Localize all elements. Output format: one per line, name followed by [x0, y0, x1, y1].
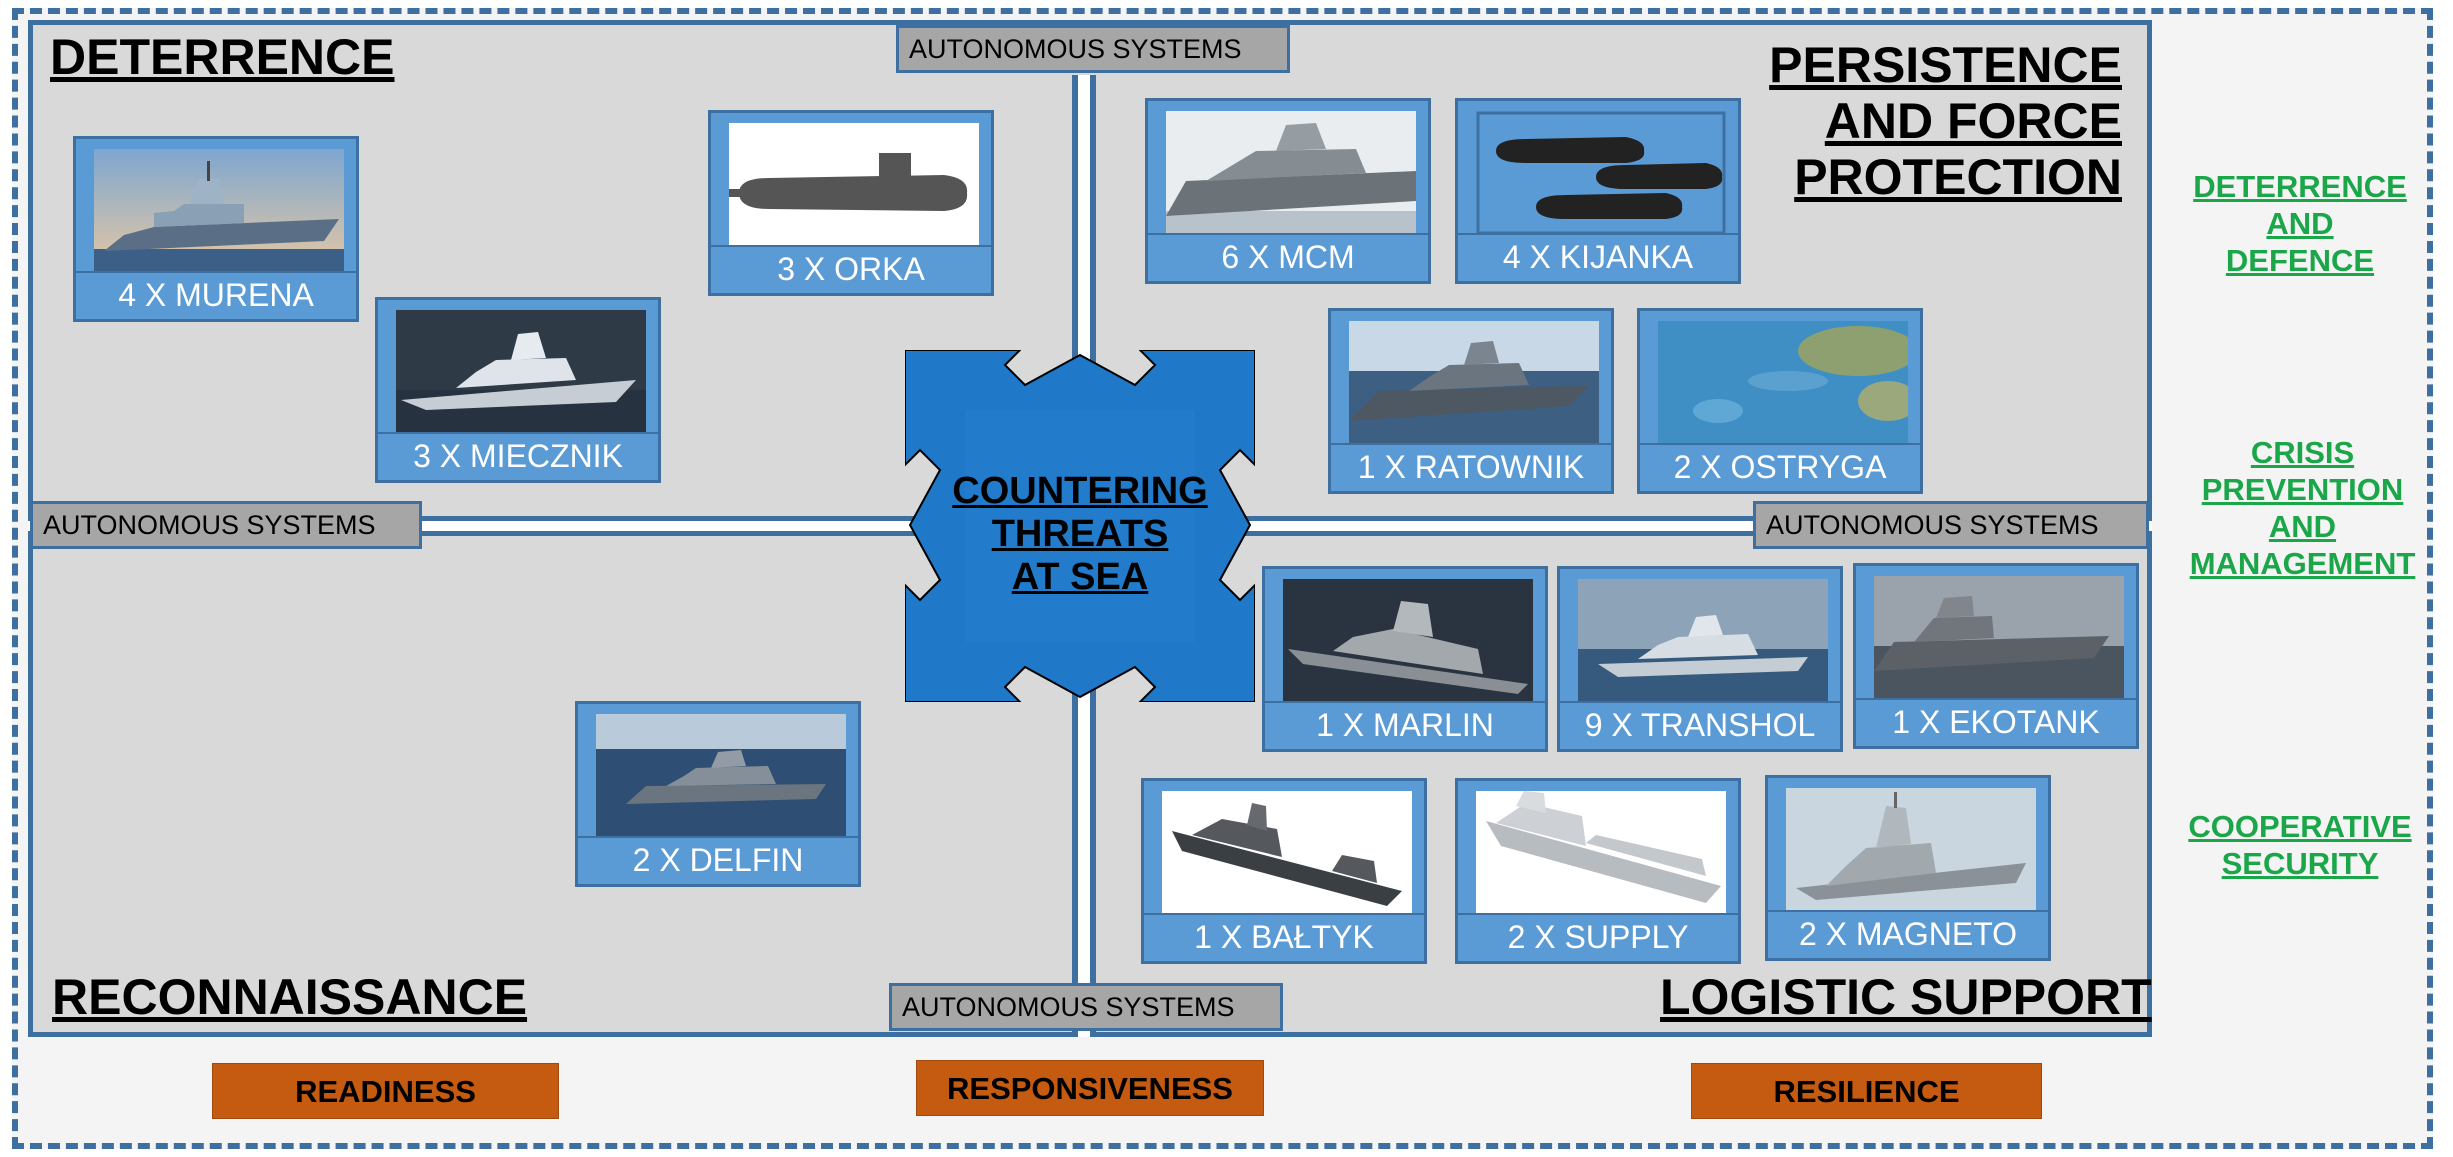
- autonomous-systems-label-left: AUTONOMOUS SYSTEMS: [30, 501, 422, 549]
- right-label-cooperative: COOPERATIVE SECURITY: [2188, 809, 2412, 881]
- ship-image-magneto: [1786, 788, 2036, 912]
- ship-image-transhol: [1578, 579, 1828, 703]
- ship-image-ekotank: [1874, 576, 2124, 700]
- ship-image-ratownik: [1349, 321, 1599, 445]
- autonomous-systems-label-top: AUTONOMOUS SYSTEMS: [896, 25, 1290, 73]
- resilience-button[interactable]: RESILIENCE: [1691, 1063, 2042, 1119]
- quadrant-title-reconnaissance: RECONNAISSANCE: [52, 969, 528, 1025]
- autonomous-systems-label-bottom: AUTONOMOUS SYSTEMS: [889, 983, 1283, 1031]
- ship-card-delfin: 2 X DELFIN: [575, 701, 861, 887]
- center-label: COUNTERING THREATS AT SEA: [952, 470, 1208, 598]
- quadrant-title-persistence: PERSISTENCE AND FORCE PROTECTION: [1769, 37, 2122, 205]
- ship-card-transhol: 9 X TRANSHOL: [1557, 566, 1843, 752]
- ship-image-marlin: [1283, 579, 1533, 703]
- ship-label-kijanka: 4 X KIJANKA: [1458, 233, 1738, 281]
- ship-card-miecznik: 3 X MIECZNIK: [375, 297, 661, 483]
- ship-label-marlin: 1 X MARLIN: [1265, 701, 1545, 749]
- ship-image-supply: [1476, 791, 1726, 915]
- ship-card-magneto: 2 X MAGNETO: [1765, 775, 2051, 961]
- ship-label-mcm: 6 X MCM: [1148, 233, 1428, 281]
- right-label-crisis: CRISIS PREVENTION AND MANAGEMENT: [2189, 435, 2416, 581]
- ship-card-murena: 4 X MURENA: [73, 136, 359, 322]
- ship-card-orka: 3 X ORKA: [708, 110, 994, 296]
- ship-label-miecznik: 3 X MIECZNIK: [378, 432, 658, 480]
- ship-image-kijanka: [1476, 111, 1726, 235]
- ship-card-kijanka: 4 X KIJANKA: [1455, 98, 1741, 284]
- ship-image-mcm: [1166, 111, 1416, 235]
- ship-image-delfin: [596, 714, 846, 838]
- ship-card-ekotank: 1 X EKOTANK: [1853, 563, 2139, 749]
- ship-label-baltyk: 1 X BAŁTYK: [1144, 913, 1424, 961]
- ship-label-magneto: 2 X MAGNETO: [1768, 910, 2048, 958]
- autonomous-systems-label-right: AUTONOMOUS SYSTEMS: [1753, 501, 2149, 549]
- quadrant-title-deterrence: DETERRENCE: [50, 29, 395, 85]
- ship-image-baltyk: [1162, 791, 1412, 915]
- readiness-button[interactable]: READINESS: [212, 1063, 559, 1119]
- ship-card-supply: 2 X SUPPLY: [1455, 778, 1741, 964]
- center-emblem: [905, 350, 1255, 702]
- right-label-deterrence-defence: DETERRENCE AND DEFENCE: [2193, 169, 2407, 278]
- ship-label-ostryga: 2 X OSTRYGA: [1640, 443, 1920, 491]
- ship-image-ostryga: [1658, 321, 1908, 445]
- ship-image-miecznik: [396, 310, 646, 434]
- ship-label-ratownik: 1 X RATOWNIK: [1331, 443, 1611, 491]
- responsiveness-button[interactable]: RESPONSIVENESS: [916, 1060, 1264, 1116]
- ship-card-ratownik: 1 X RATOWNIK: [1328, 308, 1614, 494]
- ship-card-baltyk: 1 X BAŁTYK: [1141, 778, 1427, 964]
- ship-card-ostryga: 2 X OSTRYGA: [1637, 308, 1923, 494]
- ship-card-mcm: 6 X MCM: [1145, 98, 1431, 284]
- quadrant-title-logistic: LOGISTIC SUPPORT: [1660, 969, 2152, 1025]
- ship-label-supply: 2 X SUPPLY: [1458, 913, 1738, 961]
- ship-label-transhol: 9 X TRANSHOL: [1560, 701, 1840, 749]
- ship-label-murena: 4 X MURENA: [76, 271, 356, 319]
- ship-label-delfin: 2 X DELFIN: [578, 836, 858, 884]
- ship-card-marlin: 1 X MARLIN: [1262, 566, 1548, 752]
- ship-image-murena: [94, 149, 344, 273]
- ship-label-orka: 3 X ORKA: [711, 245, 991, 293]
- ship-image-orka: [729, 123, 979, 247]
- ship-label-ekotank: 1 X EKOTANK: [1856, 698, 2136, 746]
